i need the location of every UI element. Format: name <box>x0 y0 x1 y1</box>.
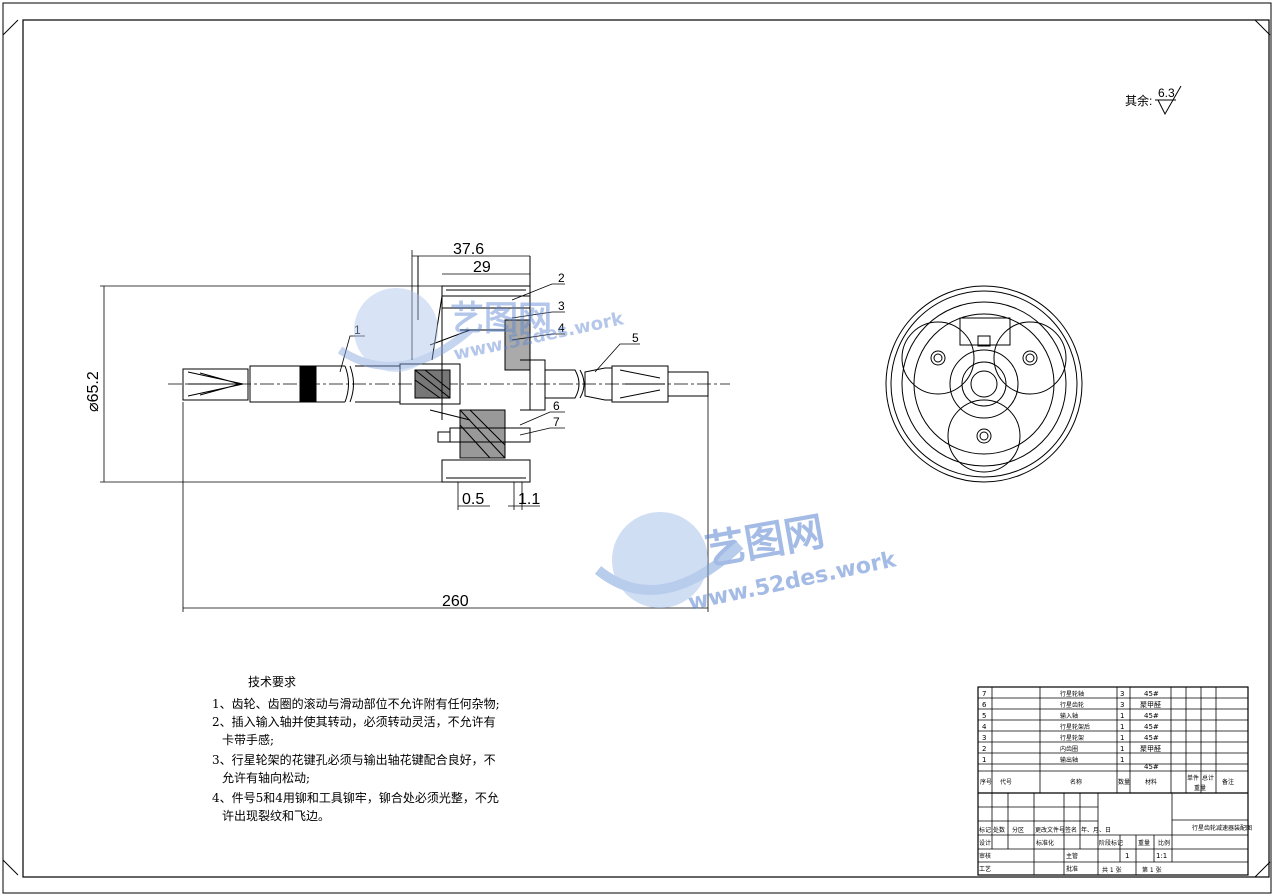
tb-design: 设计 <box>979 839 991 847</box>
input-shaft <box>545 365 709 403</box>
part-label-2: 2 <box>558 271 565 285</box>
bom-row-mat: 45# <box>1144 712 1159 720</box>
dim-1-1: 1.1 <box>518 491 540 508</box>
tb-qty: 1 <box>1125 852 1129 860</box>
dim-260: 260 <box>442 593 469 610</box>
bom-header-no: 序号 <box>980 778 992 786</box>
bom-row-no: 6 <box>982 701 987 709</box>
bom-row-no: 7 <box>982 690 986 698</box>
bom-header-code: 代号 <box>1000 778 1012 786</box>
requirement-line-5: 允许有轴向松动; <box>222 770 310 785</box>
tb-sheet-no: 第 1 张 <box>1142 866 1162 874</box>
bom-row-no: 4 <box>982 723 987 731</box>
part-label-7: 7 <box>553 415 560 429</box>
watermark-2: 艺图网 www.52des.work <box>594 509 900 616</box>
tb-sheets-total: 共 1 张 <box>1102 866 1122 874</box>
requirement-line-6: 4、件号5和4用铆和工具铆牢，铆合处必须光整，不允 <box>212 790 499 805</box>
technical-requirements: 技术要求 1、齿轮、齿圈的滚动与滑动部位不允许附有任何杂物; 2、插入输入轴并使… <box>212 675 500 823</box>
roughness-symbol: 其余: 6.3 <box>1125 85 1182 116</box>
corner-marks <box>2 19 1271 878</box>
part-label-6: 6 <box>553 399 560 413</box>
bom-row-qty: 3 <box>1120 701 1124 709</box>
bom-row-name: 行星齿轮 <box>1060 701 1084 709</box>
inner-border <box>22 19 1270 878</box>
drawing-title: 行星齿轮减速器装配图 <box>1192 824 1252 832</box>
requirement-line-3: 卡带手感; <box>222 732 274 747</box>
requirements-title: 技术要求 <box>248 675 296 689</box>
title-block: 行星齿轮减速器装配图 标记 处数 分区 更改文件号 签名 年、月、日 设计 标准… <box>979 824 1252 874</box>
bom-row-mat: 45# <box>1144 690 1159 698</box>
bom-row-qty: 3 <box>1120 690 1124 698</box>
bom-header-name: 名称 <box>1070 778 1082 786</box>
bom-row-name: 行星轮架 <box>1060 734 1084 742</box>
bom-rows: 7 行星轮轴 3 45# 6 行星齿轮 3 聚甲醛 5 输入轴 1 45# 4 … <box>980 690 1234 792</box>
requirement-line-4: 3、行星轮架的花键孔必须与输出轴花键配合良好，不 <box>212 752 496 767</box>
bom-header-note: 备注 <box>1222 778 1234 786</box>
bom-row-no: 1 <box>982 756 986 764</box>
dim-29: 29 <box>473 259 491 276</box>
part-label-1: 1 <box>354 323 361 337</box>
bom-row-mat: 聚甲醛 <box>1140 700 1161 709</box>
tb-sign: 签名 <box>1065 826 1077 834</box>
bom-row-name: 内齿圈 <box>1060 745 1078 753</box>
roughness-label: 其余: <box>1125 93 1152 108</box>
requirement-line-1: 1、齿轮、齿圈的滚动与滑动部位不允许附有任何杂物; <box>212 696 500 711</box>
tb-stage: 阶段标记 <box>1099 839 1123 847</box>
bom-row-name: 输出轴 <box>1060 756 1078 764</box>
requirement-line-7: 许出现裂纹和飞边。 <box>222 809 330 823</box>
output-shaft <box>182 365 400 403</box>
tb-weight: 重量 <box>1138 839 1150 847</box>
requirement-line-2: 2、插入输入轴并使其转动，必须转动灵活，不允许有 <box>212 714 496 729</box>
tb-scale-label: 比例 <box>1158 839 1170 847</box>
bom-row-mat: 45# <box>1144 734 1159 742</box>
tb-main-designer: 主管 <box>1066 852 1078 860</box>
tb-scale: 1:1 <box>1156 852 1167 860</box>
bom-row-qty: 1 <box>1120 756 1124 764</box>
dim-diameter: ⌀65.2 <box>85 371 102 412</box>
tb-doc: 更改文件号 <box>1035 826 1065 834</box>
tb-mark: 标记 <box>979 826 991 834</box>
bom-row-name: 行星轮架后 <box>1060 723 1090 731</box>
part-label-5: 5 <box>632 331 639 345</box>
bom-header-weight: 重量 <box>1194 784 1206 792</box>
leader-lines <box>339 283 640 436</box>
bom-row-no: 3 <box>982 734 986 742</box>
bom-row-qty: 1 <box>1120 734 1124 742</box>
bom-header-unit-weight: 单件 <box>1187 774 1199 782</box>
tb-std: 标准化 <box>1036 839 1054 847</box>
tb-approve: 批准 <box>1066 865 1078 873</box>
tb-process: 工艺 <box>979 865 991 873</box>
bom-row-qty: 1 <box>1120 712 1124 720</box>
bom-row-mat: 45# <box>1144 763 1159 771</box>
bom-table <box>977 686 1249 876</box>
bom-header-qty: 数量 <box>1118 778 1130 786</box>
watermark-1: 艺图网 www.52des.work <box>337 288 626 372</box>
bom-row-name: 输入轴 <box>1060 712 1078 720</box>
part-label-3: 3 <box>558 299 565 313</box>
bom-row-name: 行星轮轴 <box>1060 690 1084 698</box>
bom-row-qty: 1 <box>1120 723 1124 731</box>
end-view <box>885 285 1083 483</box>
gearbox-section <box>399 256 546 483</box>
dim-37-6: 37.6 <box>453 241 484 258</box>
tb-date: 年、月、日 <box>1081 826 1111 834</box>
tb-check: 审核 <box>979 852 991 860</box>
watermark-brand-1: 艺图网 <box>450 299 552 339</box>
bom-row-mat: 45# <box>1144 723 1159 731</box>
bom-header-mat: 材料 <box>1145 778 1157 786</box>
bom-row-qty: 1 <box>1120 745 1124 753</box>
roughness-value: 6.3 <box>1158 86 1175 100</box>
bom-row-no: 2 <box>982 745 986 753</box>
dim-0-5: 0.5 <box>462 491 484 508</box>
bom-row-no: 5 <box>982 712 986 720</box>
tb-count: 处数 <box>993 826 1005 834</box>
bom-row-mat: 聚甲醛 <box>1140 744 1161 753</box>
bom-header-total-weight: 总计 <box>1202 774 1214 782</box>
part-label-4: 4 <box>558 321 565 335</box>
tb-zone: 分区 <box>1012 826 1024 834</box>
